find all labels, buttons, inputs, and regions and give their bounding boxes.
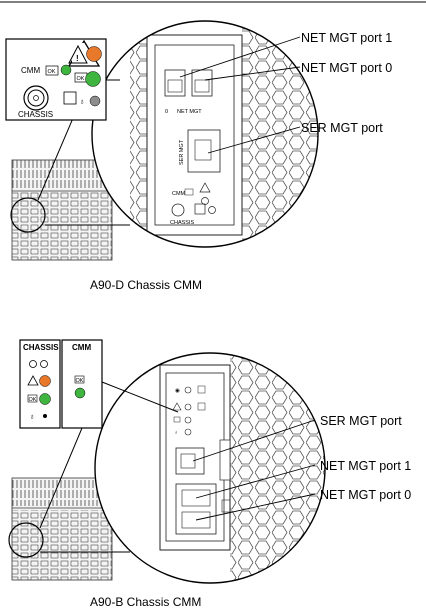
callout-net-mgt-1-bottom: NET MGT port 1 xyxy=(320,459,411,473)
svg-text:◉: ◉ xyxy=(175,388,180,394)
inset-ok-label: OK xyxy=(48,69,56,75)
inset-cmm-label-bottom: CMM xyxy=(72,343,91,352)
svg-text:♁: ♁ xyxy=(29,412,35,421)
locator-led-gray xyxy=(89,95,101,107)
svg-text:OK: OK xyxy=(29,397,37,403)
service-led-orange-bottom xyxy=(39,375,51,387)
panel-cmm-label: CMM xyxy=(172,191,186,197)
net-mgt-port-1-bottom xyxy=(181,489,211,507)
caption-bottom: A90-B Chassis CMM xyxy=(90,595,201,609)
callouts-top: NET MGT port 1 NET MGT port 0 SER MGT po… xyxy=(179,31,392,154)
ser-mgt-port-bottom xyxy=(175,447,205,475)
net-mgt-ports-bottom xyxy=(175,483,217,535)
chassis-ok-led-bottom xyxy=(39,393,51,405)
cmm-led-panel xyxy=(61,339,103,429)
inset-chassis-label-bottom: CHASSIS xyxy=(23,343,59,352)
magnifier-top: NET MGT 0 SER MGT CMM CHASSIS xyxy=(91,20,319,248)
bottom-diagram: ◉ ♁ xyxy=(8,339,411,609)
service-led-orange xyxy=(86,46,102,62)
warning-icon xyxy=(68,44,88,64)
top-diagram: NET MGT 0 SER MGT CMM CHASSIS xyxy=(5,20,392,292)
power-button xyxy=(27,89,45,107)
chassis-ok-led xyxy=(85,71,101,87)
magnifier-circle-top xyxy=(91,20,319,248)
inset-chassis-label: CHASSIS xyxy=(18,110,53,119)
chassis-thumbnail-bottom xyxy=(8,477,113,581)
zoom-source-circle xyxy=(10,197,46,233)
warning-icon xyxy=(27,375,39,386)
svg-text:♁: ♁ xyxy=(79,97,85,106)
panel-sermgt-label: SER MGT xyxy=(179,139,185,165)
cmm-ok-led-bottom xyxy=(74,387,86,399)
caption-top: A90-D Chassis CMM xyxy=(90,278,202,292)
callout-net-mgt-1-top: NET MGT port 1 xyxy=(301,31,392,45)
chassis-thumbnail-top xyxy=(10,159,113,261)
callout-ser-mgt-top: SER MGT port xyxy=(301,121,383,135)
magnifier-bottom: ◉ ♁ xyxy=(94,352,326,584)
svg-text:0: 0 xyxy=(165,109,168,115)
inset-ok-label-bottom: OK xyxy=(76,378,84,384)
callout-ser-mgt-bottom: SER MGT port xyxy=(320,414,402,428)
svg-text:♁: ♁ xyxy=(174,430,178,436)
svg-text:OK: OK xyxy=(77,76,85,82)
magnifier-circle-bottom xyxy=(94,352,326,584)
callout-net-mgt-0-top: NET MGT port 0 xyxy=(301,61,392,75)
zoom-source-circle xyxy=(8,522,44,558)
power-button-outer xyxy=(23,85,49,111)
led-inset-bottom: CHASSIS OK ♁ CMM OK xyxy=(19,339,179,429)
cmm-ok-led xyxy=(60,64,72,76)
svg-text:!: ! xyxy=(76,54,79,63)
panel-netmgt-label: NET MGT xyxy=(177,109,202,115)
net-mgt-port-1-top xyxy=(164,69,186,97)
callouts-bottom: SER MGT port NET MGT port 1 NET MGT port… xyxy=(192,414,411,521)
chassis-led-panel xyxy=(19,339,61,429)
inset-cmm-label: CMM xyxy=(21,66,40,75)
led-inset-top: ! CMM OK OK CHASSIS ♁ xyxy=(5,38,120,121)
net-mgt-port-0-bottom xyxy=(181,511,211,529)
panel-chassis-label: CHASSIS xyxy=(170,220,194,226)
callout-net-mgt-0-bottom: NET MGT port 0 xyxy=(320,488,411,502)
